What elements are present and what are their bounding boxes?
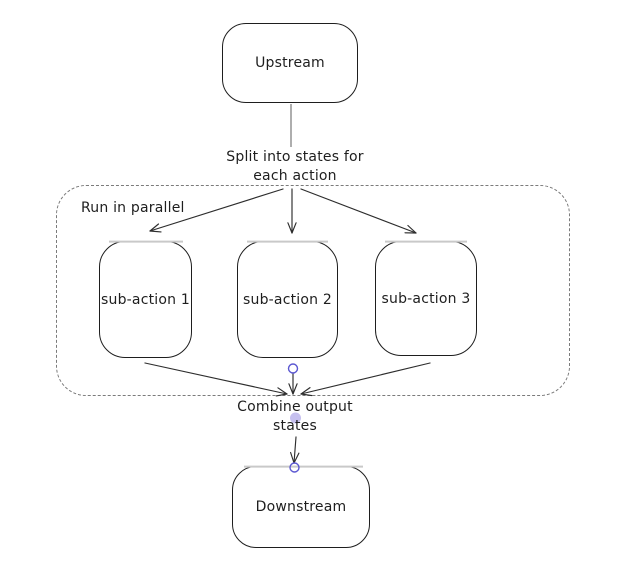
combine-output-label[interactable]: Combine output states: [237, 399, 353, 434]
node-sub-action-1[interactable]: sub-action 1: [99, 241, 192, 358]
node-sub-action-1-label: sub-action 1: [101, 291, 190, 308]
split-states-label[interactable]: Split into states for each action: [226, 149, 364, 184]
node-sub-action-3[interactable]: sub-action 3: [375, 241, 477, 356]
parallel-group-frame[interactable]: [56, 185, 570, 396]
node-sub-action-3-label: sub-action 3: [381, 290, 471, 307]
node-downstream[interactable]: Downstream: [232, 466, 370, 548]
node-sub-action-2-label: sub-action 2: [243, 291, 332, 308]
node-upstream-label: Upstream: [255, 55, 325, 71]
node-upstream[interactable]: Upstream: [222, 23, 358, 103]
node-sub-action-2[interactable]: sub-action 2: [237, 241, 338, 358]
node-downstream-label: Downstream: [255, 499, 347, 515]
run-in-parallel-label[interactable]: Run in parallel: [81, 200, 185, 216]
combine-to-downstream-arrow[interactable]: [290, 436, 300, 464]
